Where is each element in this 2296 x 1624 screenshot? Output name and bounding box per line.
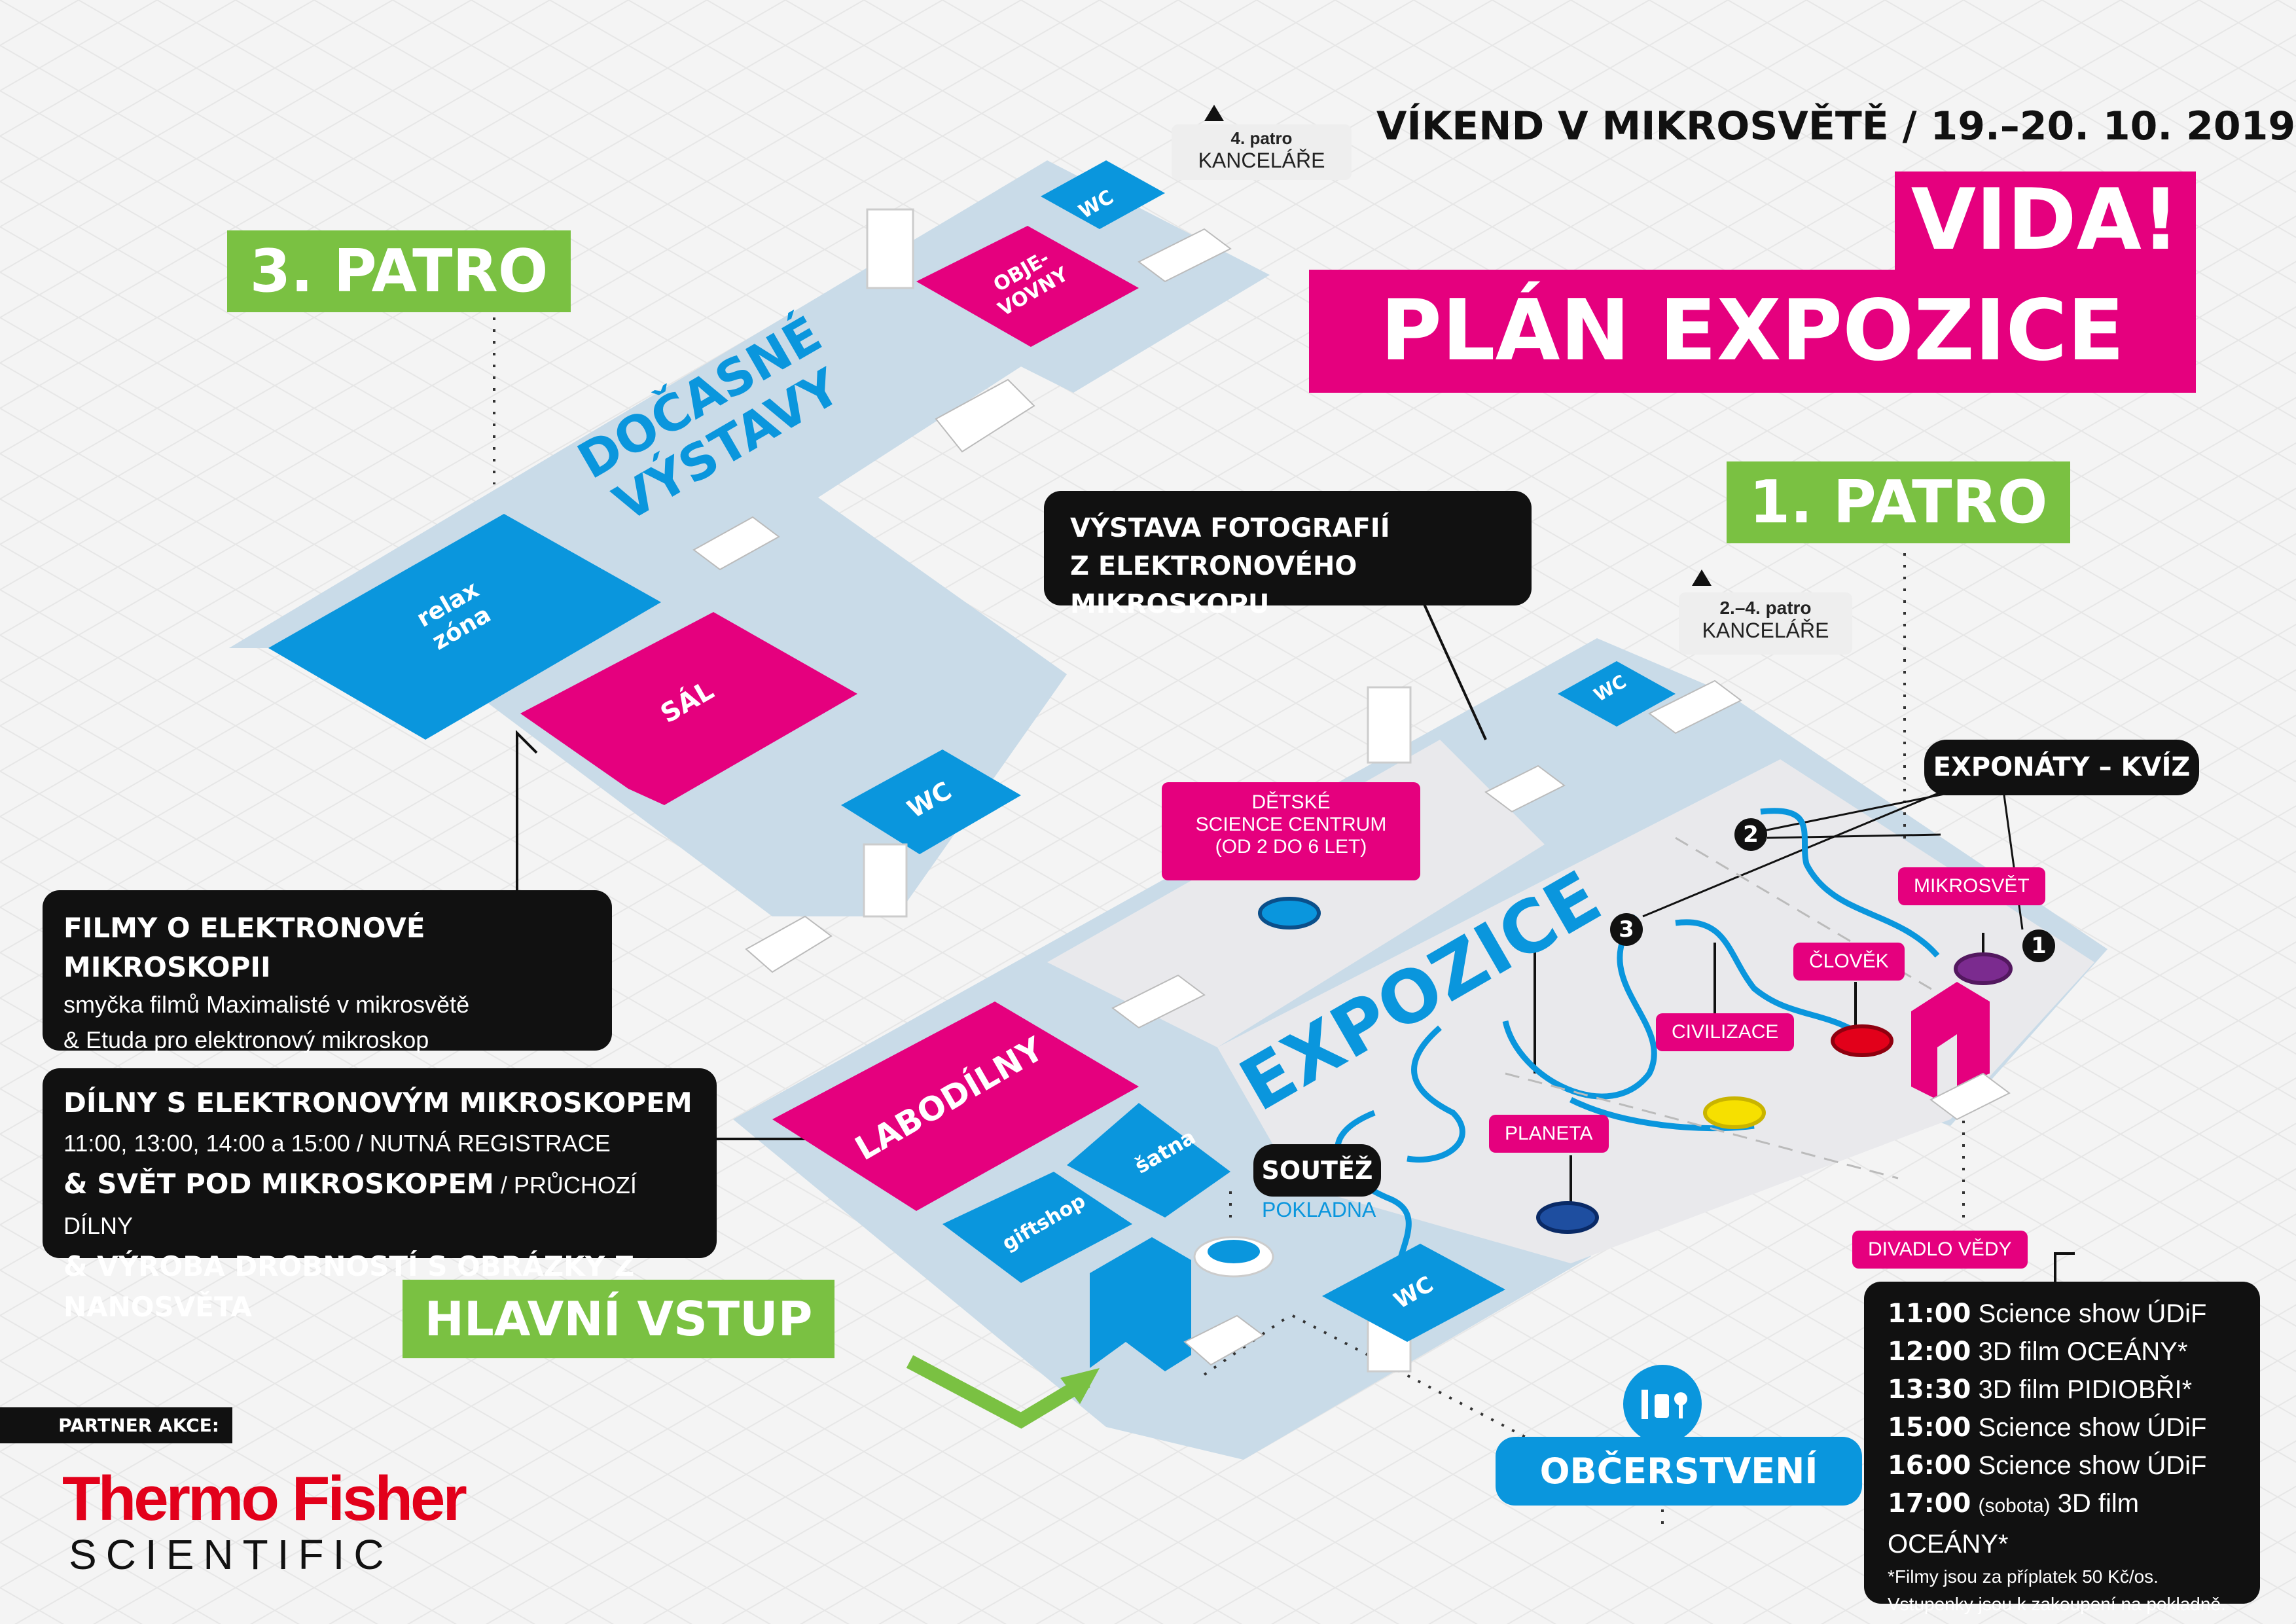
offices-floor-f1: 2.–4. patro: [1719, 598, 1812, 618]
wc-room-f3: [841, 749, 1021, 854]
floor1-label: 1. PATRO: [1727, 461, 2070, 543]
films-callout: FILMY O ELEKTRONOVÉ MIKROSKOPII smyčka f…: [43, 890, 612, 1053]
schedule-note: (sobota): [1978, 1495, 2051, 1517]
schedule-time: 12:00: [1888, 1337, 1971, 1367]
schedule-text: 3D film PIDIOBŘI*: [1978, 1375, 2193, 1404]
workshops-line2-bold: & SVĚT POD MIKROSKOPEM: [63, 1168, 494, 1200]
schedule-text: Science show ÚDiF: [1978, 1413, 2207, 1442]
films-line1: smyčka filmů Maximalisté v mikrosvětě: [63, 991, 470, 1018]
quiz-number-2: 2: [1734, 818, 1767, 851]
objevovny-room: [916, 226, 1139, 347]
schedule-row: 16:00 Science show ÚDiF: [1888, 1447, 2236, 1485]
workshops-times: 11:00, 13:00, 14:00 a 15:00 / NUTNÁ REGI…: [63, 1130, 611, 1157]
films-line2: & Etuda pro elektronový mikroskop: [63, 1026, 429, 1053]
schedule-time: 16:00: [1888, 1451, 1971, 1481]
theatre-portal: [1911, 982, 1990, 1100]
civilizace-tag: CIVILIZACE: [1656, 1013, 1795, 1051]
event-dates: / 19.–20. 10. 2019: [1902, 103, 2296, 149]
schedule-footnote2: Vstupenky jsou k zakoupení na pokladně.: [1888, 1594, 2226, 1614]
quiz-number-3: 3: [1610, 913, 1643, 946]
workshops-line3: & VÝROBA DROBNOSTÍ S OBRÁZKY Z NANOSVĚTA: [63, 1250, 635, 1323]
cutlery-icon: [1641, 1390, 1687, 1419]
labodilny-room: [772, 1001, 1139, 1211]
planeta-pad: [1536, 1201, 1599, 1234]
partner-label: PARTNER AKCE:: [0, 1407, 232, 1443]
sal-room: [520, 612, 857, 805]
workshops-title: DÍLNY S ELEKTRONOVÝM MIKROSKOPEM: [63, 1087, 692, 1119]
planeta-tag: PLANETA: [1489, 1115, 1609, 1153]
schedule-row: 13:30 3D film PIDIOBŘI*: [1888, 1371, 2236, 1409]
offices-floor-f3: 4. patro: [1230, 128, 1293, 148]
schedule-time: 17:00: [1888, 1489, 1971, 1519]
partner-logo-sub: SCIENTIFIC: [69, 1531, 393, 1578]
entrance-arrow: [906, 1355, 1090, 1429]
wc-room-f1-top: [1558, 661, 1676, 727]
wc-room-f3-top: [1041, 160, 1165, 229]
offices-tag-f1: 2.–4. patro KANCELÁŘE: [1679, 592, 1852, 655]
photo-line2: Z ELEKTRONOVÉHO MIKROSKOPU: [1070, 551, 1357, 619]
clovek-tag: ČLOVĚK: [1793, 943, 1905, 981]
schedule-time: 15:00: [1888, 1413, 1971, 1443]
quiz-number-1: 1: [2022, 929, 2055, 962]
kids-line1: DĚTSKÉ: [1251, 791, 1331, 813]
schedule-row: 17:00 (sobota) 3D film OCEÁNY*: [1888, 1485, 2236, 1563]
refreshments-label: OBČERSTVENÍ: [1496, 1437, 1862, 1506]
event-name: VÍKEND V MIKROSVĚTĚ: [1376, 103, 1889, 149]
offices-tag-f3: 4. patro KANCELÁŘE: [1172, 124, 1352, 180]
schedule-text: Science show ÚDiF: [1978, 1451, 2207, 1480]
offices-label-f1: KANCELÁŘE: [1702, 619, 1829, 642]
photo-line1: VÝSTAVA FOTOGRAFIÍ: [1070, 513, 1390, 543]
schedule-time: 11:00: [1888, 1299, 1971, 1329]
title-vida: VIDA!: [1895, 171, 2196, 270]
kids-area: [1047, 740, 1545, 1047]
partner-logo-brand: Thermo Fisher: [62, 1464, 467, 1534]
schedule-row: 12:00 3D film OCEÁNY*: [1888, 1333, 2236, 1371]
films-title: FILMY O ELEKTRONOVÉ MIKROSKOPII: [63, 912, 425, 983]
schedule-text: Science show ÚDiF: [1978, 1299, 2207, 1328]
pokladna-label: POKLADNA: [1262, 1198, 1376, 1221]
kids-line3: (OD 2 DO 6 LET): [1215, 836, 1367, 857]
workshops-callout: DÍLNY S ELEKTRONOVÝM MIKROSKOPEM 11:00, …: [43, 1068, 717, 1323]
offices-label-f3: KANCELÁŘE: [1198, 149, 1325, 172]
soutez-badge: SOUTĚŽ: [1253, 1144, 1381, 1197]
photo-exhibit-callout: VÝSTAVA FOTOGRAFIÍ Z ELEKTRONOVÉHO MIKRO…: [1044, 491, 1532, 619]
schedule-box: 11:00 Science show ÚDiF 12:00 3D film OC…: [1864, 1282, 2260, 1614]
event-header: VÍKEND V MIKROSVĚTĚ / 19.–20. 10. 2019: [1376, 103, 2295, 149]
mikrosvet-pad: [1954, 952, 2013, 985]
relax-zone-room: [268, 514, 661, 740]
giftshop-room: [942, 1172, 1132, 1283]
schedule-row: 11:00 Science show ÚDiF: [1888, 1295, 2236, 1333]
kids-line2: SCIENCE CENTRUM: [1195, 814, 1387, 835]
mikrosvet-tag: MIKROSVĚT: [1898, 867, 2045, 905]
exposition-area: [1217, 759, 2094, 1263]
schedule-text: 3D film OCEÁNY*: [1978, 1337, 2188, 1366]
quiz-badge: EXPONÁTY – KVÍZ: [1924, 740, 2199, 795]
divadlo-tag: DIVADLO VĚDY: [1852, 1231, 2028, 1269]
clovek-pad: [1831, 1024, 1893, 1057]
workshops-line2: & SVĚT POD MIKROSKOPEM / PRŮCHOZÍ DÍLNY: [63, 1164, 696, 1246]
title-plan: PLÁN EXPOZICE: [1309, 270, 2196, 393]
wc-room-f1-bottom: [1322, 1244, 1505, 1342]
kids-centre-tag: DĚTSKÉ SCIENCE CENTRUM (OD 2 DO 6 LET): [1162, 782, 1420, 880]
schedule-row: 15:00 Science show ÚDiF: [1888, 1409, 2236, 1447]
schedule-time: 13:30: [1888, 1375, 1971, 1405]
kids-pad: [1258, 897, 1321, 929]
satna-room: [1067, 1103, 1230, 1218]
entrance-block: [1090, 1237, 1191, 1371]
schedule-footnote1: *Filmy jsou za příplatek 50 Kč/os.: [1888, 1566, 2159, 1587]
schedule-text: 3D film OCEÁNY*: [1888, 1489, 2140, 1559]
civilizace-pad: [1703, 1096, 1766, 1129]
refreshments-icon: [1623, 1365, 1702, 1443]
workshops-line2-rest: / PRŮCHOZÍ DÍLNY: [63, 1172, 637, 1239]
main-entrance-label: HLAVNÍ VSTUP: [403, 1280, 834, 1358]
floor3-label: 3. PATRO: [227, 230, 571, 312]
